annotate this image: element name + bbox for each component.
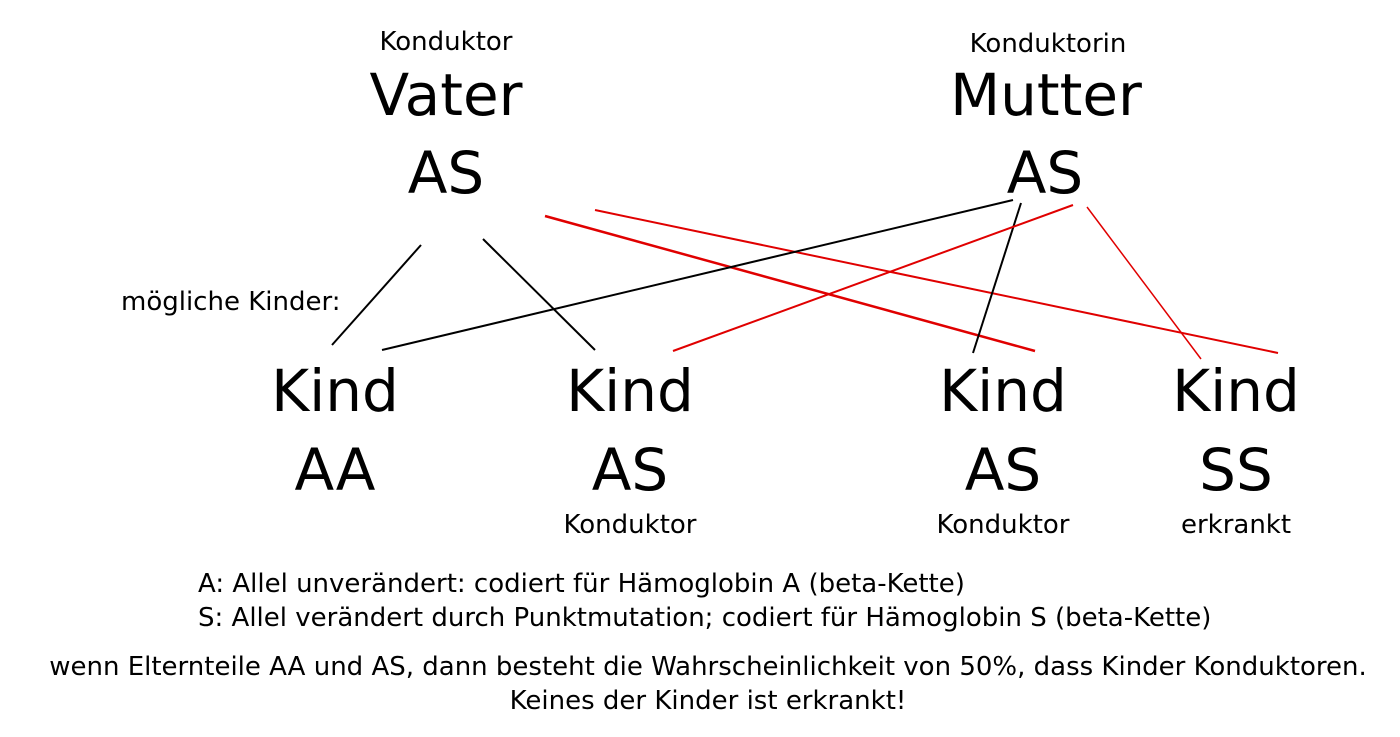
child-4-genotype: SS [1199, 436, 1273, 504]
line-father-a-to-child-as-1 [482, 238, 596, 351]
child-2-name: Kind [566, 357, 694, 425]
line-mother-s-to-child-ss [1086, 206, 1202, 360]
child-2-status: Konduktor [563, 510, 697, 540]
children-label: mögliche Kinder: [121, 287, 341, 317]
line-father-a-to-child-aa [331, 244, 422, 346]
note-line-1: wenn Elternteile AA und AS, dann besteht… [49, 652, 1367, 682]
line-mother-s-to-child-as-1 [672, 204, 1074, 352]
line-mother-a-to-child-aa [381, 199, 1014, 351]
mother-status: Konduktorin [969, 29, 1127, 59]
line-father-s-to-child-ss [594, 209, 1279, 354]
child-1-genotype: AA [294, 436, 376, 504]
mother-name: Mutter [950, 61, 1142, 129]
line-mother-a-to-child-as-2 [972, 202, 1022, 354]
father-genotype: AS [407, 139, 485, 207]
father-name: Vater [369, 61, 523, 129]
note-line-2: Keines der Kinder ist erkrankt! [509, 686, 907, 716]
legend-allele-s: S: Allel verändert durch Punktmutation; … [198, 603, 1212, 633]
child-4-name: Kind [1172, 357, 1300, 425]
father-status: Konduktor [379, 27, 513, 57]
child-1-name: Kind [271, 357, 399, 425]
child-3-name: Kind [939, 357, 1067, 425]
mother-genotype: AS [1006, 139, 1084, 207]
child-2-genotype: AS [591, 436, 669, 504]
child-3-status: Konduktor [936, 510, 1070, 540]
line-father-s-to-child-as-2 [544, 214, 1036, 353]
child-4-status: erkrankt [1180, 510, 1292, 540]
legend-allele-a: A: Allel unverändert: codiert für Hämogl… [198, 569, 965, 599]
child-3-genotype: AS [964, 436, 1042, 504]
